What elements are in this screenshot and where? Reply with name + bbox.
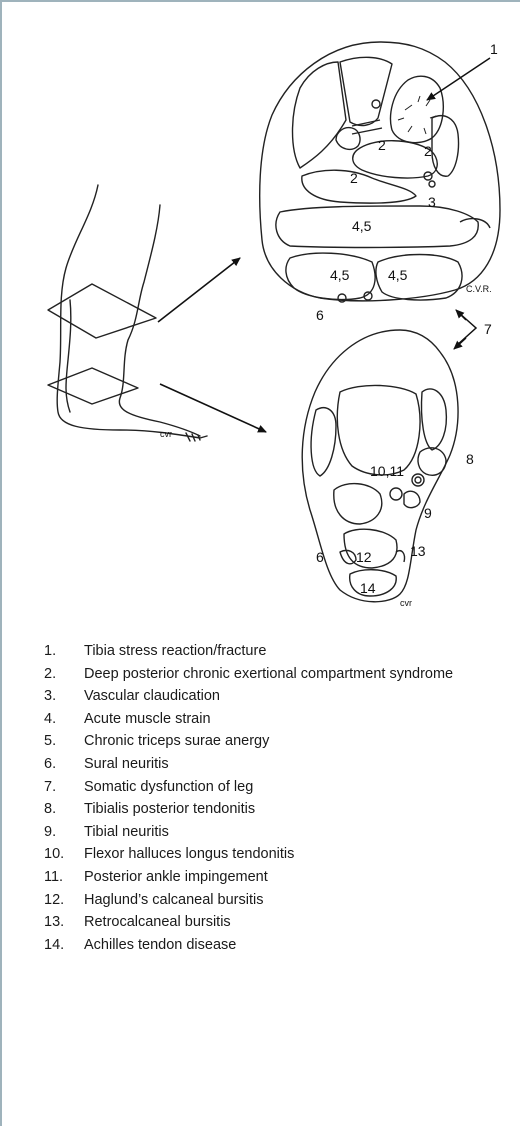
- legend-text: Tibial neuritis: [84, 821, 484, 844]
- label-6-upper: 6: [316, 307, 324, 323]
- label-8: 8: [466, 451, 474, 467]
- posterior-ankle-circle: [390, 488, 402, 500]
- talus-area: [337, 385, 420, 475]
- tibialis-posterior-compartment: [432, 116, 459, 177]
- legend-text: Haglund’s calcaneal bursitis: [84, 889, 484, 912]
- lower-signature: cvr: [400, 598, 412, 608]
- leg-sketch: [48, 185, 207, 441]
- anterior-compartment: [340, 57, 392, 125]
- legend-item: 13.Retrocalcaneal bursitis: [44, 911, 484, 934]
- arrow-label-1: [427, 58, 490, 100]
- retrocalcaneal-area: [340, 550, 356, 563]
- legend-text: Achilles tendon disease: [84, 934, 484, 957]
- legend-text: Sural neuritis: [84, 753, 484, 776]
- legend-number: 7.: [44, 776, 84, 799]
- legend-number: 10.: [44, 843, 84, 866]
- legend-text: Deep posterior chronic exertional compar…: [84, 663, 484, 686]
- legend-item: 1.Tibia stress reaction/fracture: [44, 640, 484, 663]
- legend-item: 5.Chronic triceps surae anergy: [44, 730, 484, 753]
- arrow-7-up: [456, 310, 466, 320]
- label-9: 9: [424, 505, 432, 521]
- label-10-11: 10,11: [370, 463, 404, 479]
- legend-item: 2.Deep posterior chronic exertional comp…: [44, 663, 484, 686]
- legend-item: 9.Tibial neuritis: [44, 821, 484, 844]
- legend-item: 3.Vascular claudication: [44, 685, 484, 708]
- anatomy-diagram: cvr 1 2 2 2 3 4,5 4,5 4,5 6 C.V.R.: [0, 0, 522, 630]
- legend-number: 8.: [44, 798, 84, 821]
- calf-outline: [260, 42, 500, 301]
- label-2c: 2: [350, 170, 358, 186]
- label-6-lower: 6: [316, 549, 324, 565]
- vessel-circle-b: [429, 181, 435, 187]
- legend-text: Tibialis posterior tendonitis: [84, 798, 484, 821]
- upper-cross-section: [260, 42, 500, 302]
- legend-text: Acute muscle strain: [84, 708, 484, 731]
- legend-text: Vascular claudication: [84, 685, 484, 708]
- flexor-tendon-area: [418, 448, 446, 475]
- legend-item: 7.Somatic dysfunction of leg: [44, 776, 484, 799]
- label-7-connector: [456, 312, 476, 346]
- tibia-bone: [391, 76, 444, 142]
- fracture-lines: [398, 96, 436, 134]
- fibula-lower: [311, 408, 336, 476]
- anterior-vessel-circle: [372, 100, 380, 108]
- upper-signature: C.V.R.: [466, 284, 492, 294]
- legend-number: 11.: [44, 866, 84, 889]
- legend-text: Chronic triceps surae anergy: [84, 730, 484, 753]
- superficial-compartment: [276, 206, 478, 248]
- legend-text: Posterior ankle impingement: [84, 866, 484, 889]
- tibialis-posterior-area: [421, 389, 446, 450]
- arrow-to-upper-section: [158, 258, 240, 322]
- calcaneus-area: [334, 484, 382, 524]
- retrocalcaneal-line: [396, 551, 405, 562]
- label-3: 3: [428, 194, 436, 210]
- fhl-tendon-inner: [415, 477, 421, 483]
- legend-number: 3.: [44, 685, 84, 708]
- legend-item: 8.Tibialis posterior tendonitis: [44, 798, 484, 821]
- tibial-nerve-area: [404, 491, 420, 507]
- legend-number: 6.: [44, 753, 84, 776]
- fibula-area: [336, 128, 360, 150]
- label-4-5-top: 4,5: [352, 218, 372, 234]
- legend-number: 13.: [44, 911, 84, 934]
- legend-item: 4.Acute muscle strain: [44, 708, 484, 731]
- legend-item: 6.Sural neuritis: [44, 753, 484, 776]
- leg-outline: [57, 185, 207, 438]
- arrow-to-lower-section: [160, 384, 266, 432]
- legend-text: Somatic dysfunction of leg: [84, 776, 484, 799]
- legend-number: 2.: [44, 663, 84, 686]
- deep-posterior-compartment-lower: [302, 170, 416, 203]
- label-2b: 2: [424, 143, 432, 159]
- section-plane-upper: [48, 284, 156, 338]
- legend-number: 1.: [44, 640, 84, 663]
- leg-signature: cvr: [160, 429, 172, 439]
- legend-item: 14.Achilles tendon disease: [44, 934, 484, 957]
- arrow-7-down: [454, 338, 466, 349]
- label-7: 7: [484, 321, 492, 337]
- label-12: 12: [356, 549, 372, 565]
- interosseous-membrane: [352, 120, 382, 134]
- label-4-5-left: 4,5: [330, 267, 350, 283]
- label-1: 1: [490, 41, 498, 57]
- legend-text: Flexor halluces longus tendonitis: [84, 843, 484, 866]
- label-4-5-right: 4,5: [388, 267, 408, 283]
- legend-number: 14.: [44, 934, 84, 957]
- legend-item: 12.Haglund’s calcaneal bursitis: [44, 889, 484, 912]
- legend-text: Retrocalcaneal bursitis: [84, 911, 484, 934]
- legend-number: 5.: [44, 730, 84, 753]
- label-14: 14: [360, 580, 376, 596]
- label-2a: 2: [378, 137, 386, 153]
- legend-item: 10.Flexor halluces longus tendonitis: [44, 843, 484, 866]
- legend-item: 11.Posterior ankle impingement: [44, 866, 484, 889]
- label-13: 13: [410, 543, 426, 559]
- fhl-tendon: [412, 474, 424, 486]
- legend-number: 4.: [44, 708, 84, 731]
- legend-number: 12.: [44, 889, 84, 912]
- lateral-compartment: [293, 62, 347, 168]
- legend-text: Tibia stress reaction/fracture: [84, 640, 484, 663]
- legend-number: 9.: [44, 821, 84, 844]
